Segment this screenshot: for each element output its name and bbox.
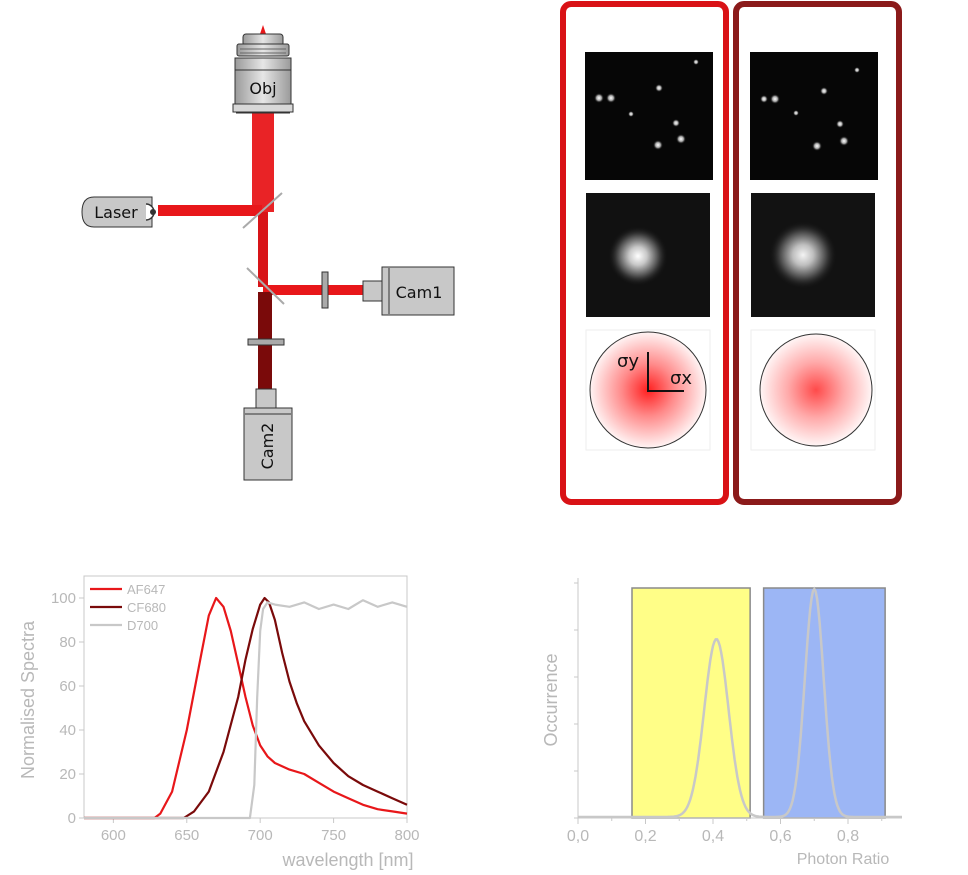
ratio-xtick-label: 0,8 (837, 828, 859, 845)
spectra-xtick-label: 650 (174, 827, 199, 844)
spectra-ytick-label: 0 (68, 810, 76, 827)
channel-2-psf-spot (769, 221, 837, 289)
channel-2-field-image (750, 52, 878, 180)
channel-1-spots (594, 59, 699, 150)
ratio-chart: 0,0 0,2 0,4 0,6 0,8 Photon Ratio Occurrence (541, 578, 902, 868)
sigma-x-label: σx (670, 368, 692, 389)
spectra-chart: 600 650 700 750 800 0 20 40 60 80 100 AF647CF680D7… (18, 575, 420, 870)
camera-2: Cam2 (243, 388, 293, 481)
spectra-xtick-label: 800 (394, 827, 419, 844)
ratio-xtick-label: 0,0 (567, 828, 589, 845)
filter-cam1 (321, 271, 329, 309)
filter-cam2 (247, 338, 285, 346)
legend-label-cf680: CF680 (127, 600, 166, 615)
dichroic-mirror-upper (242, 192, 283, 229)
beam-horizontal-cam1 (263, 285, 363, 295)
spectra-series (84, 596, 408, 820)
channel-2-spots (760, 67, 860, 151)
beam-vertical-upper (252, 112, 274, 212)
channel-panel-1: σy σx (560, 1, 729, 505)
ratio-ticks: 0,0 0,2 0,4 0,6 0,8 (567, 582, 883, 845)
channel-2-frame (733, 1, 902, 505)
channel-1-field-image (585, 52, 713, 180)
ratio-xtick-label: 0,6 (769, 828, 791, 845)
ratio-xlabel: Photon Ratio (797, 851, 890, 868)
camera-1: Cam1 (362, 266, 455, 316)
legend-label-af647: AF647 (127, 582, 165, 597)
ratio-series (578, 586, 902, 819)
channel-1-frame (560, 1, 729, 505)
ratio-ylabel: Occurrence (541, 653, 561, 746)
spectra-ytick-label: 100 (51, 590, 76, 607)
spectra-ytick-label: 40 (59, 722, 76, 739)
spectra-ytick-label: 20 (59, 766, 76, 783)
channel-panel-2 (733, 1, 902, 505)
channel-1-psf-spot (608, 226, 668, 286)
spectra-xtick-label: 750 (321, 827, 346, 844)
spectra-ytick-label: 80 (59, 634, 76, 651)
sigma-y-label: σy (617, 351, 639, 372)
laser: Laser (81, 196, 156, 228)
channel-2-gaussian-fit (759, 333, 873, 447)
spectra-xtick-label: 700 (248, 827, 273, 844)
spectra-series-af647 (84, 596, 408, 820)
objective: Obj (232, 25, 294, 114)
spectra-xlabel: wavelength [nm] (281, 850, 413, 870)
spectra-ytick-label: 60 (59, 678, 76, 695)
cam1-label: Cam1 (396, 283, 443, 302)
optical-setup: Obj Laser Cam1 Cam2 (81, 25, 455, 481)
beam-horizontal-laser (158, 205, 262, 216)
laser-label: Laser (94, 203, 138, 222)
legend-label-d700: D700 (127, 618, 158, 633)
ratio-region-1 (631, 587, 751, 819)
spectra-series-cf680 (84, 596, 408, 820)
dichroic-mirror-lower (246, 267, 285, 305)
spectra-xtick-label: 600 (101, 827, 126, 844)
cam2-label: Cam2 (258, 423, 277, 470)
objective-label: Obj (249, 79, 276, 98)
spectra-ticks: 600 650 700 750 800 0 20 40 60 80 100 (51, 590, 420, 844)
beam-vertical-mid (258, 212, 268, 287)
ratio-distribution-line (578, 586, 902, 819)
ratio-regions (631, 587, 886, 819)
spectra-ylabel: Normalised Spectra (18, 620, 38, 779)
ratio-xtick-label: 0,2 (634, 828, 656, 845)
spectra-series-d700 (84, 599, 408, 820)
ratio-xtick-label: 0,4 (702, 828, 724, 845)
